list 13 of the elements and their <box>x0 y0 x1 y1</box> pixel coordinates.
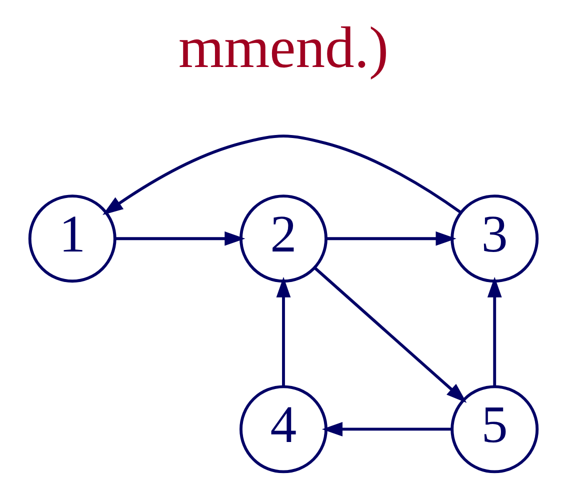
node-circle: 5 <box>450 385 539 474</box>
arrow <box>276 276 291 387</box>
arrow <box>487 276 502 387</box>
node-circle: 4 <box>240 385 328 474</box>
arrow <box>115 231 246 246</box>
arrow <box>102 134 462 215</box>
arrow <box>326 231 456 246</box>
node-circle: 2 <box>240 194 328 283</box>
label: mmend.) <box>178 15 389 80</box>
node-circle: 3 <box>450 194 539 283</box>
node-circle: 1 <box>28 194 116 283</box>
arrow <box>322 422 452 436</box>
arrow <box>314 266 467 403</box>
